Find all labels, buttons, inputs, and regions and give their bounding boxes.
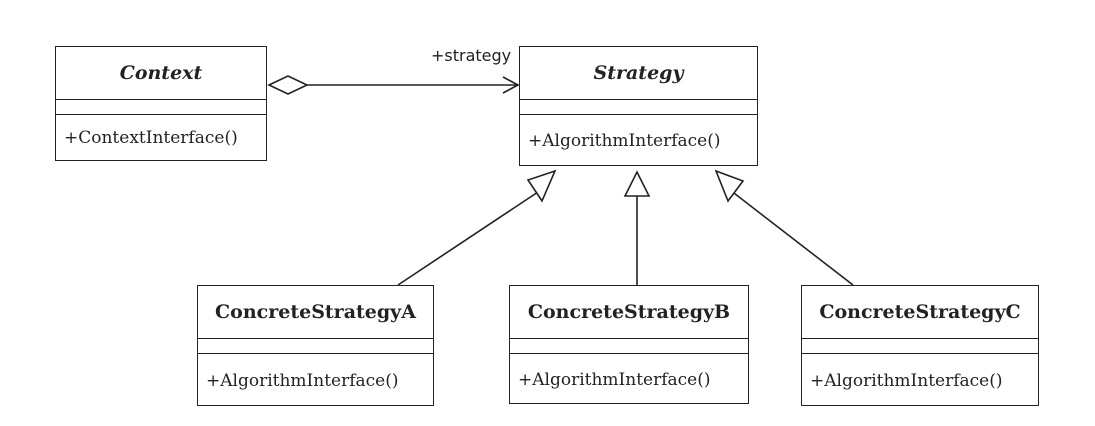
- strategy-class-name: Strategy: [520, 47, 757, 100]
- concrete-strategy-a-attributes: [198, 339, 433, 354]
- context-operation: +ContextInterface(): [64, 128, 238, 148]
- concrete-strategy-c-name: ConcreteStrategyC: [802, 286, 1038, 339]
- concrete-strategy-c-operation: +AlgorithmInterface(): [810, 370, 1003, 391]
- concrete-strategy-c-attributes: [802, 339, 1038, 354]
- aggregation-diamond: [267, 75, 309, 95]
- concrete-strategy-a-operation: +AlgorithmInterface(): [206, 370, 399, 391]
- strategy-attributes: [520, 100, 757, 115]
- strategy-operation: +AlgorithmInterface(): [528, 131, 721, 151]
- concrete-strategy-a-name: ConcreteStrategyA: [198, 286, 433, 339]
- generalization-a: [397, 169, 557, 286]
- context-class-name: Context: [56, 47, 266, 100]
- aggregation-context-strategy: [267, 75, 520, 95]
- generalization-c: [714, 169, 854, 286]
- context-class[interactable]: Context +ContextInterface(): [55, 46, 267, 161]
- inheritance-triangle: [714, 169, 745, 203]
- concrete-strategy-b-attributes: [510, 339, 748, 354]
- concrete-strategy-b-operation: +AlgorithmInterface(): [518, 369, 711, 390]
- inheritance-triangle: [623, 170, 651, 197]
- strategy-class[interactable]: Strategy +AlgorithmInterface(): [519, 46, 758, 166]
- concrete-strategy-b-class[interactable]: ConcreteStrategyB +AlgorithmInterface(): [509, 285, 749, 404]
- concrete-strategy-c-class[interactable]: ConcreteStrategyC +AlgorithmInterface(): [801, 285, 1039, 406]
- concrete-strategy-a-class[interactable]: ConcreteStrategyA +AlgorithmInterface(): [197, 285, 434, 406]
- concrete-strategy-b-name: ConcreteStrategyB: [510, 286, 748, 339]
- strategy-role-label: +strategy: [431, 46, 512, 65]
- navigability-arrowhead: [502, 76, 520, 94]
- inheritance-triangle: [526, 169, 557, 203]
- generalization-b: [623, 170, 651, 285]
- context-attributes: [56, 100, 266, 115]
